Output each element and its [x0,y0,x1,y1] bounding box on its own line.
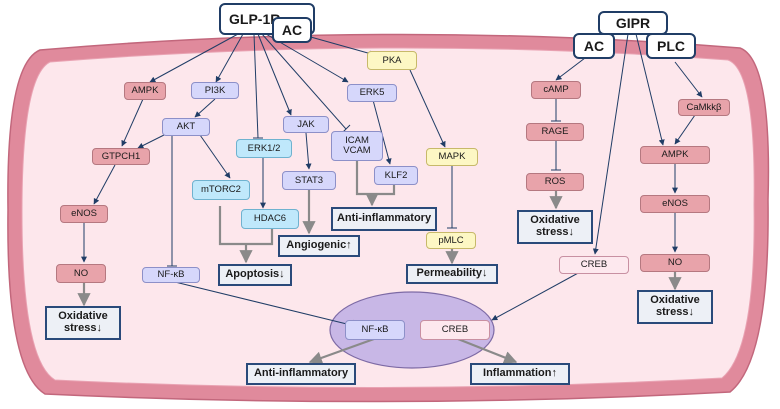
arrow-gipr-creb [592,33,629,255]
node-camp: cAMP [531,81,581,99]
node-hdac6: HDAC6 [241,209,299,229]
arrow-ampk-gtpch1 [121,98,144,147]
outcome-arrow-nuccreb [457,337,518,364]
node-nfkb-cyto: NF-κB [142,267,200,283]
node-enos: eNOS [60,205,108,223]
arrow-akt-mtorc2 [199,134,231,179]
node-camkkb: CaMkkβ [678,99,730,116]
outcome-arrow-nucnfkb [308,337,375,365]
arrow-plc-camkkb [674,61,703,98]
node-no: NO [56,264,106,283]
inhibit-cytonfkb-nucnfkb [174,281,356,327]
node-enos-right: eNOS [640,195,710,213]
outcome-permeability: Permeability↓ [406,264,498,284]
outcome-oxidative-stress-mid: Oxidative stress↓ [517,210,593,244]
arrow-creb-nuccreb [491,271,581,321]
arrow-pi3k-akt [194,98,216,118]
arrow-glp1r-jak [257,33,292,116]
ac-left-label: AC [272,17,312,43]
node-icam-vcam: ICAM VCAM [331,131,383,161]
nucleus [329,291,495,369]
ac-right-label: AC [573,33,615,59]
node-akt: AKT [162,118,210,136]
node-pi3k: PI3K [191,82,239,99]
inhibit-glp1r-icam [261,33,347,130]
outcome-anti-inflammatory-nucleus: Anti-inflammatory [246,363,356,385]
arrow-gipr-ampk [635,33,665,146]
node-pka: PKA [367,51,417,70]
node-ampk: AMPK [124,82,166,100]
node-rage: RAGE [526,123,584,141]
node-no-right: NO [640,254,710,272]
outcome-apoptosis: Apoptosis↓ [218,264,292,286]
node-mapk: MAPK [426,148,478,166]
node-jak: JAK [283,116,329,133]
node-mtorc2: mTORC2 [192,180,250,200]
node-pmlc: pMLC [426,232,476,249]
arrow-ac-camp [555,57,586,81]
node-creb-nucleus: CREB [420,320,490,340]
arrow-jak-stat3 [305,132,312,170]
arrow-camkkb-ampk [674,114,696,145]
plc-label: PLC [646,33,696,59]
node-nfkb-nucleus: NF-κB [345,320,405,340]
outcome-oxidative-stress-left: Oxidative stress↓ [45,306,121,340]
node-ampk-right: AMPK [640,146,710,164]
arrow-gtpch1-enos [93,164,116,205]
node-ros: ROS [526,173,584,191]
gipr-receptor: GIPR [598,11,668,35]
inhibit-glp1r-erk12 [253,33,259,139]
outcome-oxidative-stress-right: Oxidative stress↓ [637,290,713,324]
outcome-inflammation: Inflammation↑ [470,363,570,385]
arrow-glp1r-ampk [149,33,239,83]
node-erk5: ERK5 [347,84,397,102]
node-klf2: KLF2 [374,166,418,185]
node-erk12: ERK1/2 [236,139,292,158]
node-gtpch1: GTPCH1 [92,148,150,165]
arrow-pka-mapk [409,69,446,148]
arrow-glp1r-pi3k [215,33,244,83]
outcome-anti-inflammatory-cyto: Anti-inflammatory [331,207,437,231]
arrow-glp1r-pka [299,33,376,57]
node-stat3: STAT3 [282,171,336,190]
node-creb-cyto: CREB [559,256,629,274]
outcome-angiogenic: Angiogenic↑ [278,235,360,257]
